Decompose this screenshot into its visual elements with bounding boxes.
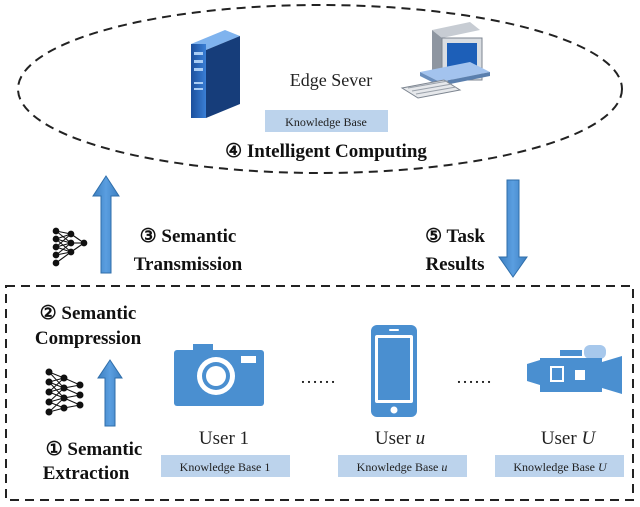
user-label-text: User 1	[199, 428, 249, 449]
compression-arrow	[97, 359, 123, 427]
camera-icon	[174, 344, 264, 406]
user-knowledge-base-label: Knowledge Base u	[357, 460, 448, 474]
ellipsis-dots-left: ……	[300, 367, 336, 387]
transmission-label-line2: Transmission	[134, 254, 243, 275]
edge-server-title: Edge Sever	[290, 70, 372, 90]
user-knowledge-base: Knowledge Base u	[338, 455, 467, 477]
edge-server-cloud	[17, 4, 623, 174]
smartphone-icon	[371, 325, 417, 417]
transmission-label-line1: ③ Semantic	[140, 226, 237, 247]
intelligent-computing-label: ④ Intelligent Computing	[225, 141, 427, 162]
user-knowledge-base: Knowledge Base U	[495, 455, 624, 477]
edge-knowledge-base: Knowledge Base	[265, 110, 388, 132]
deep-neural-network-icon	[45, 368, 84, 416]
user-label-var: u	[416, 428, 426, 449]
edge-knowledge-base-label: Knowledge Base	[285, 115, 367, 129]
user-label: User u	[375, 428, 425, 449]
compression-label-line1: ② Semantic	[40, 303, 137, 324]
ellipsis-dots-right: ……	[456, 367, 492, 387]
desktop-computer-icon	[400, 22, 490, 99]
user-knowledge-base: Knowledge Base 1	[161, 455, 290, 477]
user-label-text: User	[375, 428, 416, 449]
user-label: User U	[541, 428, 597, 449]
extraction-label-line2: Extraction	[43, 463, 130, 484]
downlink-arrow	[498, 179, 528, 278]
user-knowledge-base-label: Knowledge Base 1	[180, 460, 271, 474]
neural-network-icon	[52, 227, 88, 267]
device-side-box	[5, 285, 634, 501]
task-results-line2: Results	[425, 254, 484, 275]
user-label: User 1	[199, 428, 249, 449]
compression-label-line2: Compression	[35, 328, 142, 349]
server-tower-icon	[191, 30, 240, 118]
user-label-text: User	[541, 428, 582, 449]
uplink-arrow	[92, 175, 120, 274]
user-knowledge-base-label: Knowledge Base U	[513, 460, 608, 474]
extraction-label-line1: ① Semantic	[46, 439, 143, 460]
user-label-var: U	[581, 428, 596, 449]
video-camera-icon	[527, 345, 622, 394]
task-results-line1: ⑤ Task	[425, 226, 485, 247]
